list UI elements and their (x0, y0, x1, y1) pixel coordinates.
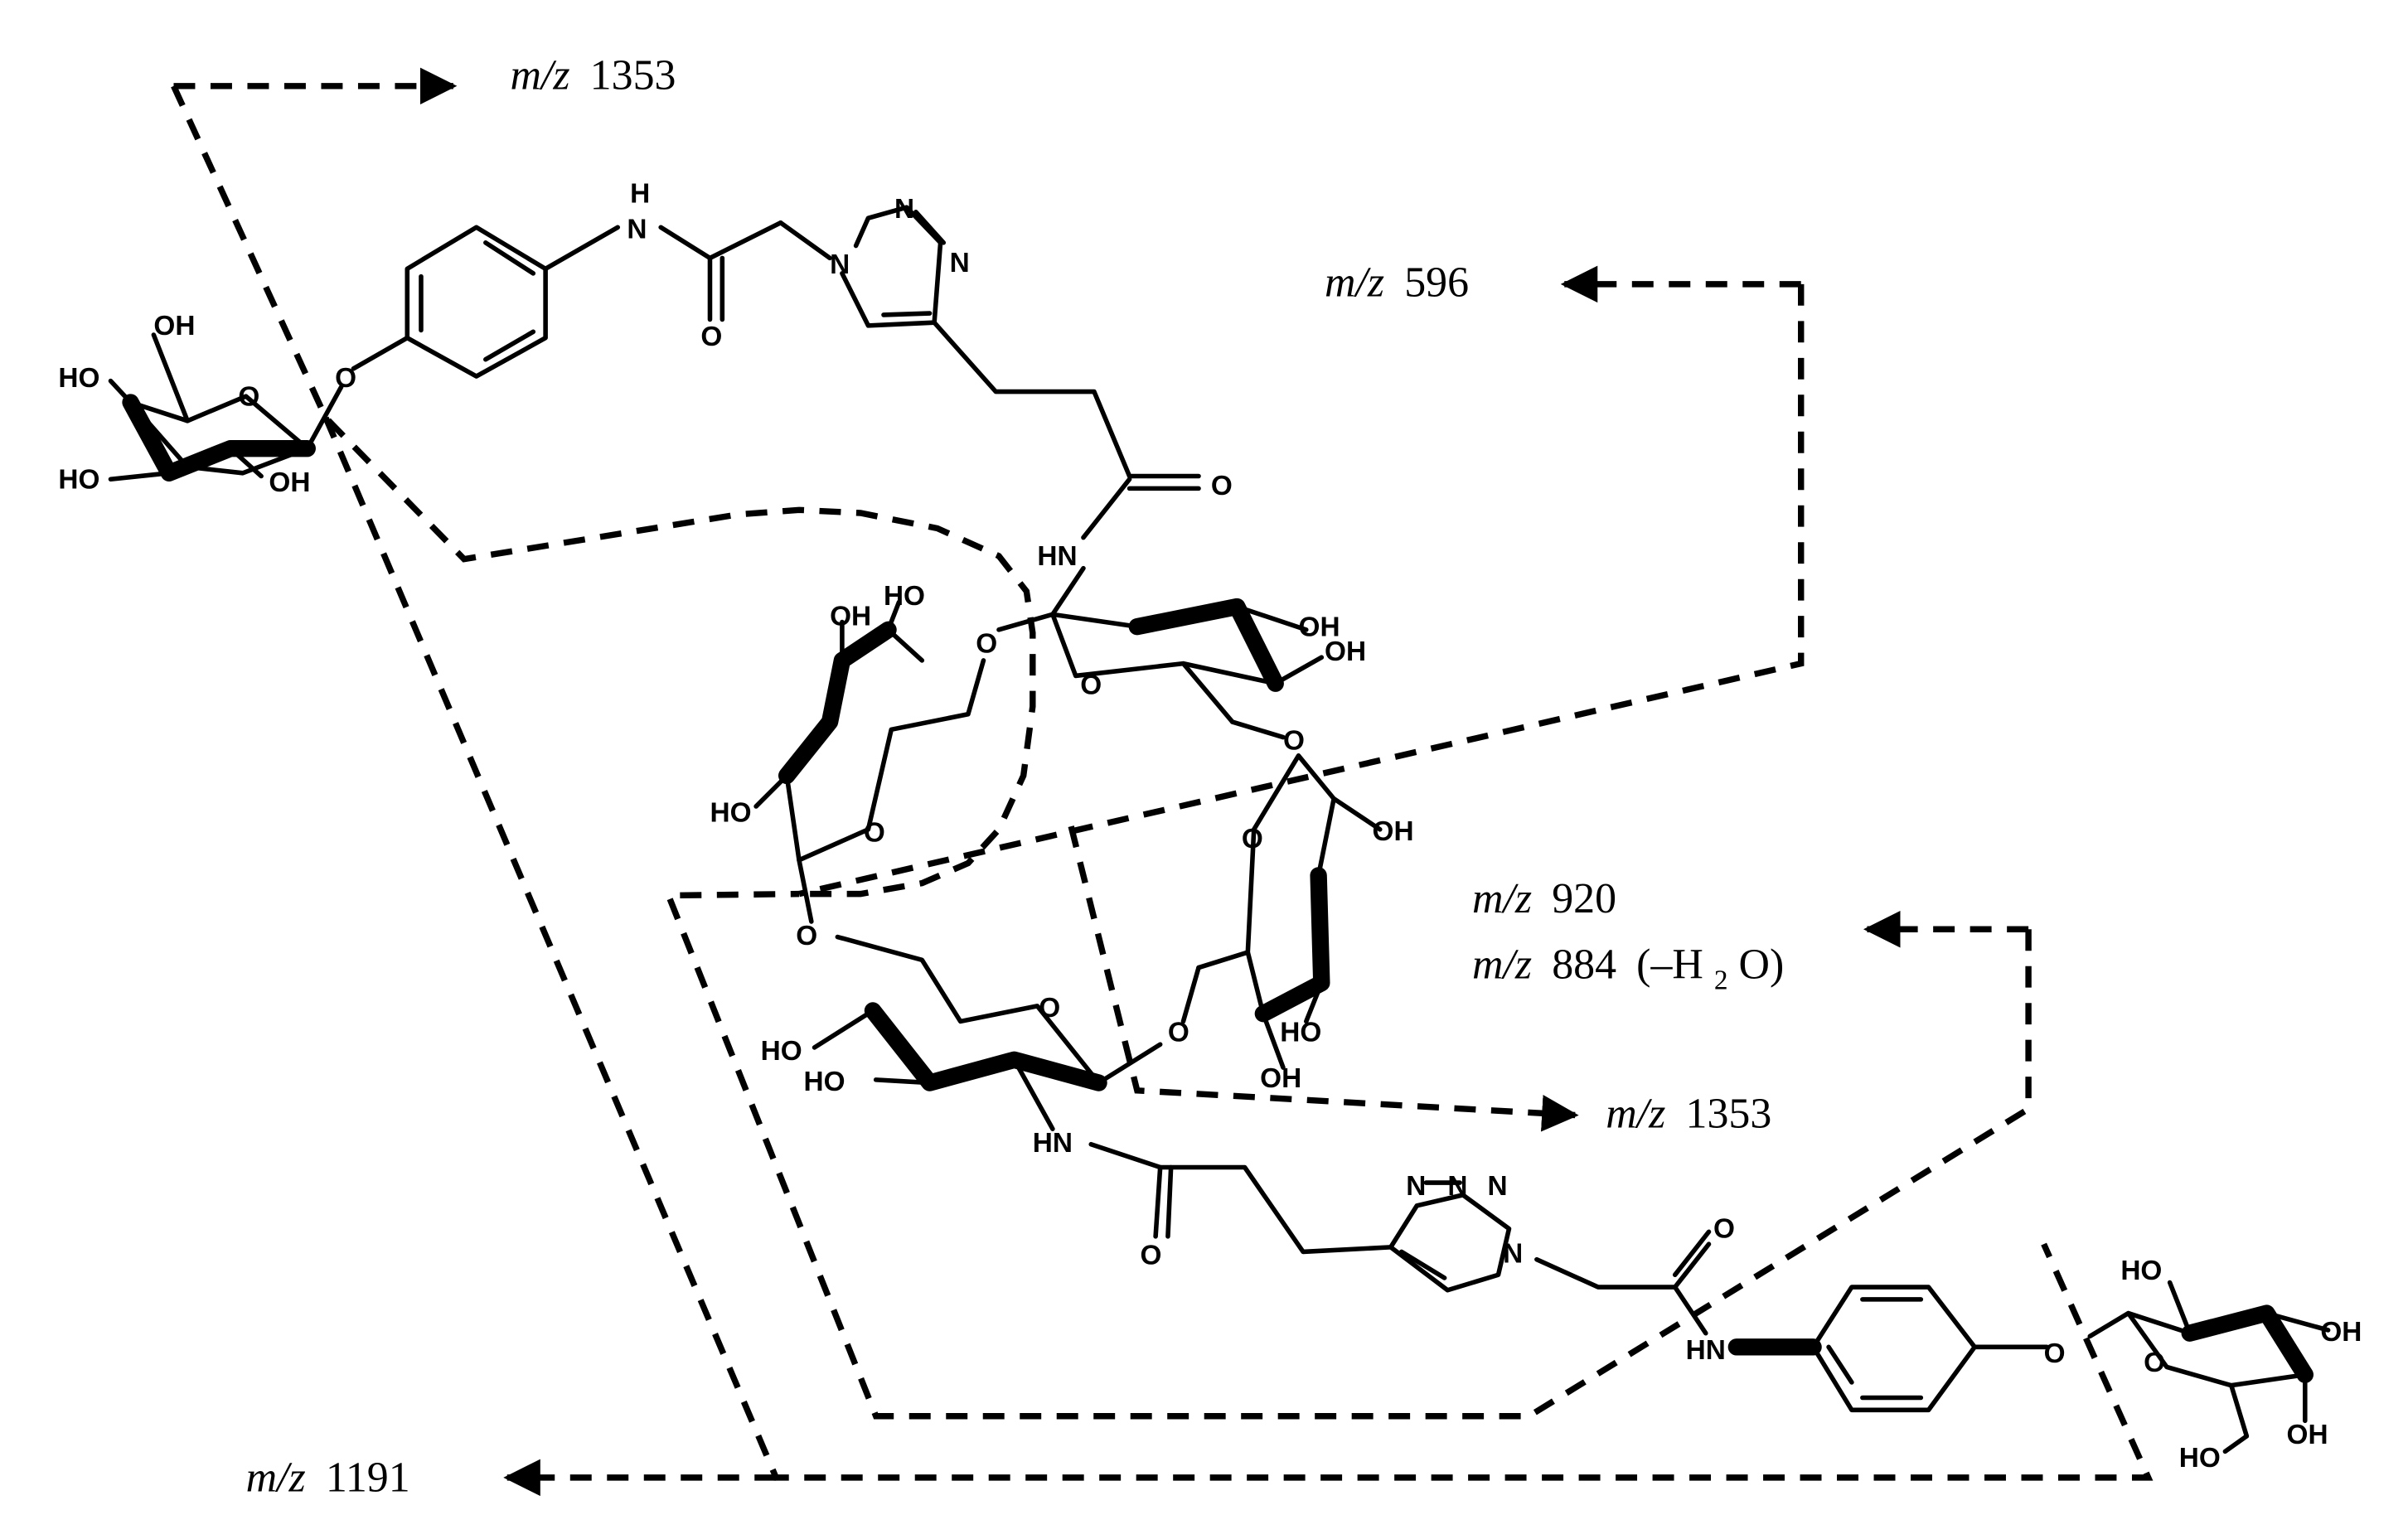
atom-ho-upper-left-1: HO (884, 581, 925, 612)
atom-oh-upper-right-1: OH (1299, 612, 1340, 642)
atom-oh-c6-top: OH (153, 311, 195, 341)
atom-o-ring-right: O (1242, 824, 1263, 854)
atom-o-carbonyl-2-top: O (1211, 471, 1233, 501)
atom-o-glycoside-bottom: O (2044, 1338, 2066, 1369)
sugar-ring-right (1180, 753, 1383, 1070)
atom-o-carbonyl-lower: O (1141, 1240, 1162, 1270)
atom-o-ring-top: O (238, 381, 259, 412)
atom-h-amide-top: H (630, 179, 650, 210)
atom-n-triazole-4-bottom: N (1503, 1238, 1523, 1269)
glucose-unit-top-left (108, 332, 344, 482)
atom-n-amide-top: N (627, 214, 647, 244)
atom-ho-right-2: HO (1280, 1018, 1321, 1048)
mz-label-middle-1353: m/z 1353 (1606, 1090, 1771, 1137)
mz-labels: m/z 1353 m/z 596 m/z 920 m/z 884 (–H 2 O… (246, 51, 1785, 1501)
atom-hn-lower: HN (1033, 1128, 1073, 1159)
atom-n-triazole-3-bottom: N (1488, 1171, 1508, 1202)
atom-ho-lower-1: HO (761, 1036, 802, 1067)
atom-ho-c3-top: HO (58, 464, 99, 495)
fragment-path-1191 (322, 416, 2154, 1481)
atom-o-link-lower-left: O (796, 921, 817, 951)
atom-oh-upper-right-2: OH (1325, 636, 1366, 667)
atom-ho-lower-2: HO (804, 1067, 845, 1097)
atom-n-triazole-2-bottom: N (1447, 1171, 1467, 1202)
atom-n-triazole-2-top: N (894, 194, 914, 225)
glucose-unit-bottom-right (2087, 1280, 2331, 1454)
atom-o-upper-link: O (976, 629, 997, 660)
atom-o-ring-upper-left: O (864, 818, 885, 849)
mz-label-596: m/z 596 (1325, 259, 1469, 307)
atom-hn-upper-right: HN (1037, 541, 1077, 572)
sugar-ring-upper-left (753, 599, 986, 924)
atom-o-glycoside-top: O (335, 363, 356, 394)
atom-oh-bottom-right-2: OH (2320, 1317, 2362, 1348)
atom-oh-upper-left-2: OH (830, 601, 871, 632)
atom-n-triazole-3-top: N (950, 248, 970, 278)
atom-o-carbonyl-bottom: O (1713, 1214, 1735, 1245)
atom-ho-bottom-right-1: HO (2120, 1256, 2162, 1286)
atom-ho-bottom-right-4: HO (2179, 1443, 2221, 1474)
atom-o-carbonyl-top: O (700, 322, 722, 352)
atom-o-link-lower-right: O (1168, 1018, 1189, 1048)
fragment-path-596 (798, 283, 1805, 898)
fragment-path-top-1353-body (171, 85, 1036, 898)
mz-label-1191: m/z 1191 (246, 1454, 410, 1502)
atom-ho-upper-left-3: HO (710, 798, 751, 829)
atom-n-triazole-1-top: N (830, 249, 850, 280)
atom-oh-right-1: OH (1372, 816, 1413, 847)
atom-o-ring-bottom-right: O (2144, 1348, 2165, 1378)
atom-ho-c4-top: HO (58, 363, 99, 394)
atom-labels: OH HO O HO OH O H N O N N N O HN HO OH O… (58, 179, 2362, 1474)
aryl-triazole-arm-top (351, 205, 1201, 540)
fragmentation-lines (171, 67, 2154, 1497)
sugar-ring-upper-right (996, 565, 1325, 740)
sugar-ring-lower (812, 934, 1163, 1131)
atom-o-link-right: O (1283, 725, 1305, 756)
aryl-triazole-arm-bottom (1088, 1141, 2050, 1413)
fragment-path-920 (663, 890, 2032, 1420)
atom-oh-bottom-right-3: OH (2287, 1420, 2328, 1450)
atom-hn-bottom: HN (1686, 1335, 1726, 1366)
atom-o-ring-upper-right: O (1080, 670, 1102, 701)
mz-label-920: m/z 920 (1472, 875, 1616, 922)
atom-oh-right-3: OH (1260, 1063, 1301, 1094)
mz-label-top: m/z 1353 (510, 51, 676, 99)
fragment-path-middle-1353 (1068, 825, 1579, 1132)
atom-n-triazole-1-bottom: N (1406, 1171, 1426, 1202)
atom-o-ring-lower: O (1039, 993, 1060, 1024)
atom-oh-c2-top: OH (269, 467, 310, 498)
mz-label-884: m/z 884 (–H 2 O) (1472, 941, 1784, 999)
